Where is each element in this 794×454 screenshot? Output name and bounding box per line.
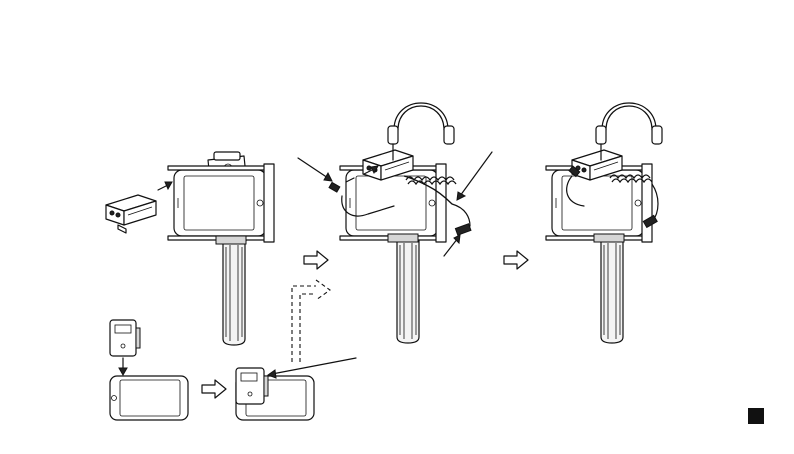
step4-down-arrow bbox=[119, 358, 127, 375]
block-arrow-1 bbox=[304, 251, 328, 269]
step4-phone-1 bbox=[110, 376, 188, 420]
dashed-routing-arrow bbox=[292, 280, 330, 362]
black-square-marker bbox=[748, 408, 764, 424]
step1-gimbal bbox=[168, 152, 274, 345]
step3-gimbal bbox=[546, 164, 652, 343]
block-arrow-3 bbox=[202, 380, 226, 398]
step4-pointer-arrow bbox=[268, 358, 356, 378]
step2-gimbal bbox=[340, 164, 446, 343]
step1-arrow bbox=[158, 182, 172, 190]
step1-receiver bbox=[106, 195, 156, 233]
step4-transmitter bbox=[110, 320, 140, 356]
block-arrow-2 bbox=[504, 251, 528, 269]
